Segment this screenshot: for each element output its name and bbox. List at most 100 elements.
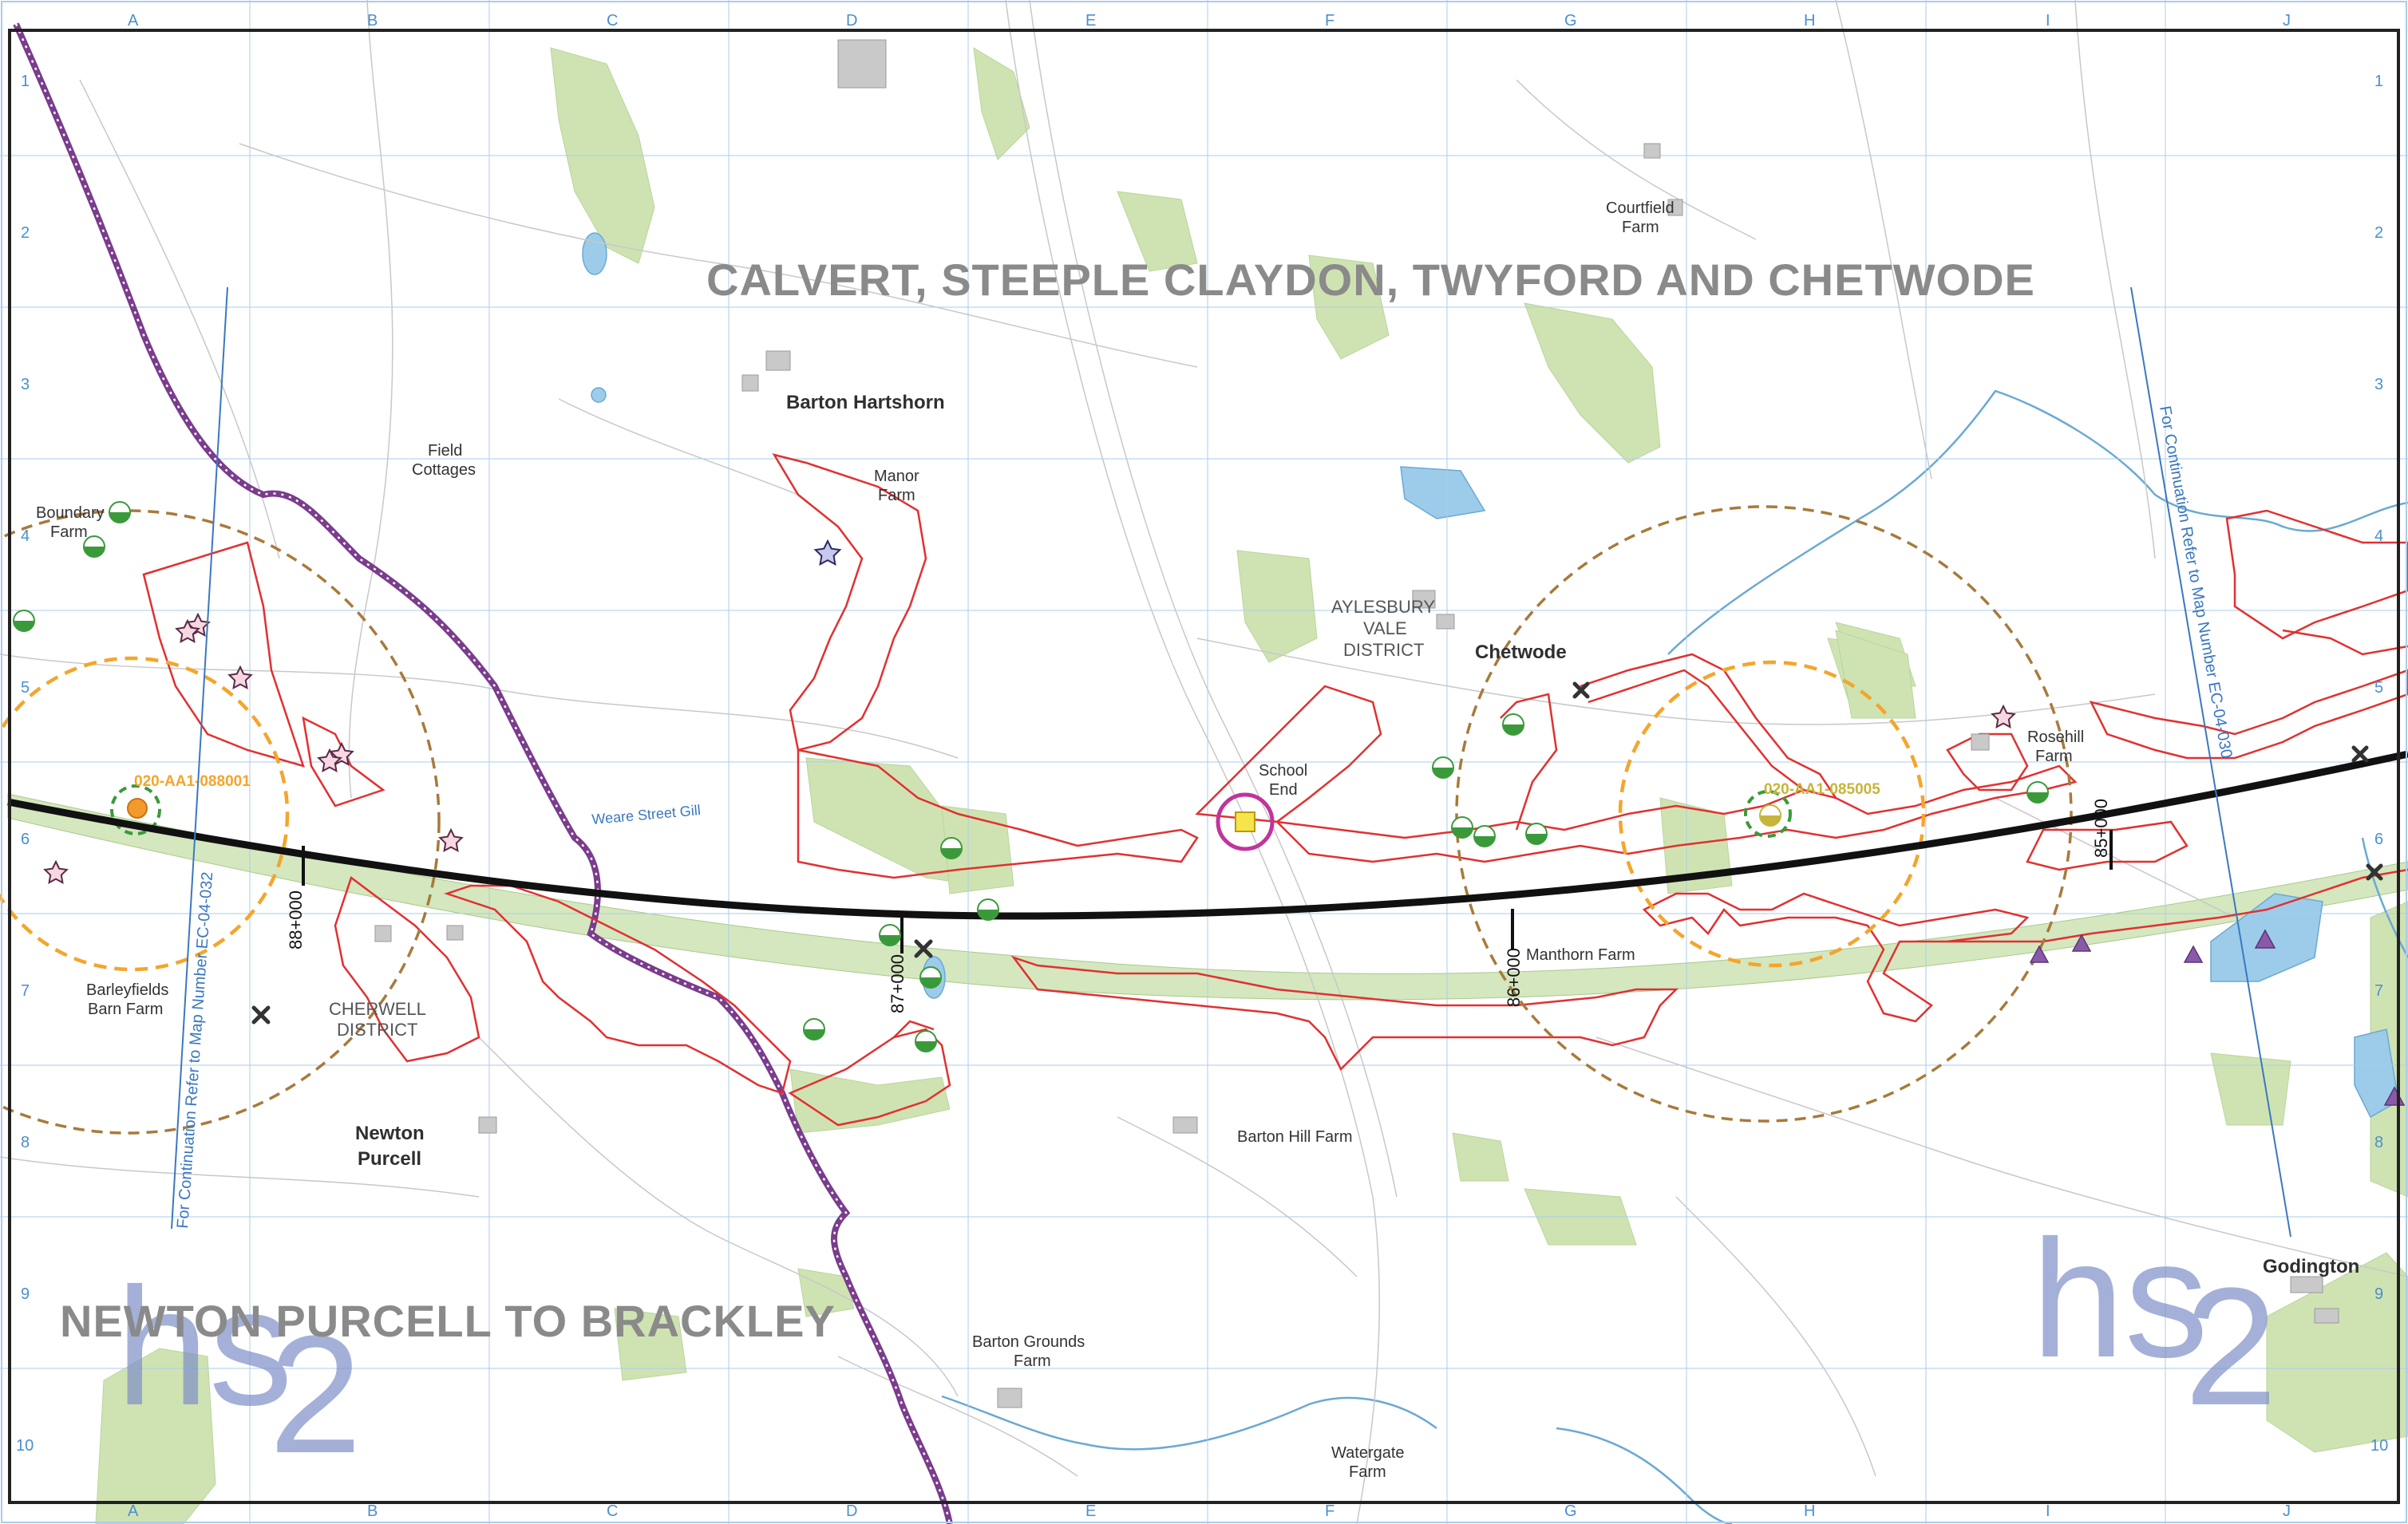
triangle-icon	[2183, 945, 2204, 963]
buffer-zones-brown	[0, 505, 2073, 1135]
half-circle-icon	[1525, 823, 1548, 845]
grid-col-label: G	[1564, 1502, 1577, 1520]
label-purcell: Purcell	[358, 1148, 421, 1170]
chainage-ticks	[302, 830, 2113, 953]
grid-col-label: B	[367, 1502, 378, 1520]
receptor-buffers	[110, 784, 1792, 838]
cross-icon	[1572, 681, 1590, 699]
woodland-area	[1117, 191, 1198, 272]
label-godington: Godington	[2263, 1256, 2359, 1277]
pond	[591, 387, 607, 403]
cross-icon	[251, 1005, 271, 1025]
star-icon	[813, 539, 842, 566]
orange-receptor-point	[127, 798, 148, 819]
woodland-area	[2210, 1052, 2291, 1126]
star-icon	[438, 827, 464, 852]
cross-icon	[2351, 745, 2369, 763]
district-boundary-dots	[14, 23, 951, 1524]
half-circle-icon	[2026, 781, 2049, 803]
hs2-route	[7, 750, 2408, 920]
half-circle-icon	[1451, 816, 1473, 839]
grid-row-label: 10	[2370, 1437, 2388, 1455]
half-circle-icon	[1432, 756, 1454, 779]
grid-row-label: 5	[2374, 679, 2383, 697]
woodland-area	[973, 47, 1030, 160]
grid-col-label: H	[1804, 1502, 1815, 1520]
stream	[941, 1395, 1437, 1451]
grid-col-label: D	[846, 1502, 857, 1520]
grid-col-label: F	[1325, 1502, 1334, 1520]
label-school-end: End	[1269, 781, 1298, 799]
grid-col-label: A	[128, 12, 139, 30]
label-rosehill-farm: Farm	[2035, 748, 2073, 765]
cross-markers	[251, 681, 2383, 1025]
grid-col-label: J	[2283, 1502, 2291, 1520]
woodland-area	[941, 805, 1014, 894]
label-manor-farm: Farm	[878, 487, 915, 504]
half-circle-icon	[879, 924, 901, 946]
half-circle-icon	[919, 966, 942, 989]
buffer-zone-east	[1455, 505, 2073, 1123]
grid-row-label: 5	[21, 679, 30, 697]
triangle-markers	[2029, 929, 2406, 1106]
chainage-85000: 85+000	[2091, 799, 2111, 858]
continuation-line-west	[171, 286, 228, 1230]
grid-col-label: I	[2046, 12, 2050, 30]
cross-icon	[2366, 863, 2383, 881]
label-field: Field	[428, 442, 462, 460]
label-school: School	[1259, 762, 1307, 780]
label-barleyfields: Barleyfields	[86, 981, 168, 999]
grid-row-label: 2	[21, 224, 30, 242]
grid-row-label: 3	[2374, 376, 2383, 393]
grid-col-label: C	[607, 12, 618, 30]
half-circle-icon	[1759, 804, 1781, 827]
chainage-86000: 86+000	[1504, 948, 1524, 1007]
label-cottages: Cottages	[412, 461, 476, 479]
grid-col-label: G	[1564, 12, 1577, 30]
area-title-south: NEWTON PURCELL TO BRACKLEY	[60, 1296, 836, 1346]
triangle-icon	[2029, 945, 2050, 963]
pond	[582, 232, 607, 275]
stream	[2361, 837, 2408, 958]
star-icon	[43, 859, 69, 884]
grid-row-labels-left: 1 2 3 4 5 6 7 8 9 10	[16, 73, 34, 1455]
school-end-marker	[1235, 811, 1255, 832]
grid-col-label: J	[2283, 12, 2291, 30]
hs2-watermark-east: hs2	[2031, 1205, 2278, 1440]
ref-code-west: 020-AA1-088001	[134, 773, 251, 790]
grid-row-label: 1	[21, 73, 30, 90]
woodland-area	[1659, 797, 1733, 894]
grid-row-label: 6	[21, 831, 30, 848]
buffer-zones-orange	[0, 656, 1926, 972]
hs2-watermark-west: hs2	[116, 1253, 362, 1488]
stream	[1667, 389, 2408, 655]
label-rosehill: Rosehill	[2027, 728, 2084, 746]
grid-row-label: 4	[2374, 527, 2383, 545]
label-newton: Newton	[355, 1123, 425, 1144]
triangle-icon	[2254, 929, 2276, 949]
label-boundary-farm: Farm	[50, 523, 88, 541]
label-watergate: Watergate	[1331, 1444, 1405, 1462]
grid-row-label: 9	[2374, 1285, 2383, 1303]
label-manthorn-farm: Manthorn Farm	[1526, 946, 1635, 964]
grid-column-labels-top: A B C D E F G H I J	[128, 12, 2291, 30]
grid-column-labels-bottom: A B C D E F G H I J	[128, 1502, 2291, 1520]
chainage-87000: 87+000	[888, 954, 907, 1013]
half-circle-icon	[940, 837, 963, 859]
half-circle-icon	[1473, 825, 1496, 847]
grid-row-label: 4	[21, 527, 30, 545]
label-boundary: Boundary	[36, 504, 105, 522]
grid-col-label: E	[1085, 12, 1096, 30]
stream-layer	[941, 389, 2408, 1524]
buffer-zone-west-inner	[0, 656, 290, 972]
label-watergate-farm: Farm	[1349, 1463, 1386, 1481]
label-barton-grounds-farm: Farm	[1014, 1352, 1051, 1370]
woodland-area	[1835, 630, 1916, 719]
grid-col-label: C	[607, 1502, 618, 1520]
receptor-markers	[13, 501, 2049, 1052]
continuation-line-east	[2130, 286, 2291, 1238]
half-circle-icon	[109, 501, 131, 523]
label-vale: VALE	[1363, 618, 1407, 638]
star-icon	[227, 665, 253, 689]
school-end-ring	[1216, 792, 1275, 851]
